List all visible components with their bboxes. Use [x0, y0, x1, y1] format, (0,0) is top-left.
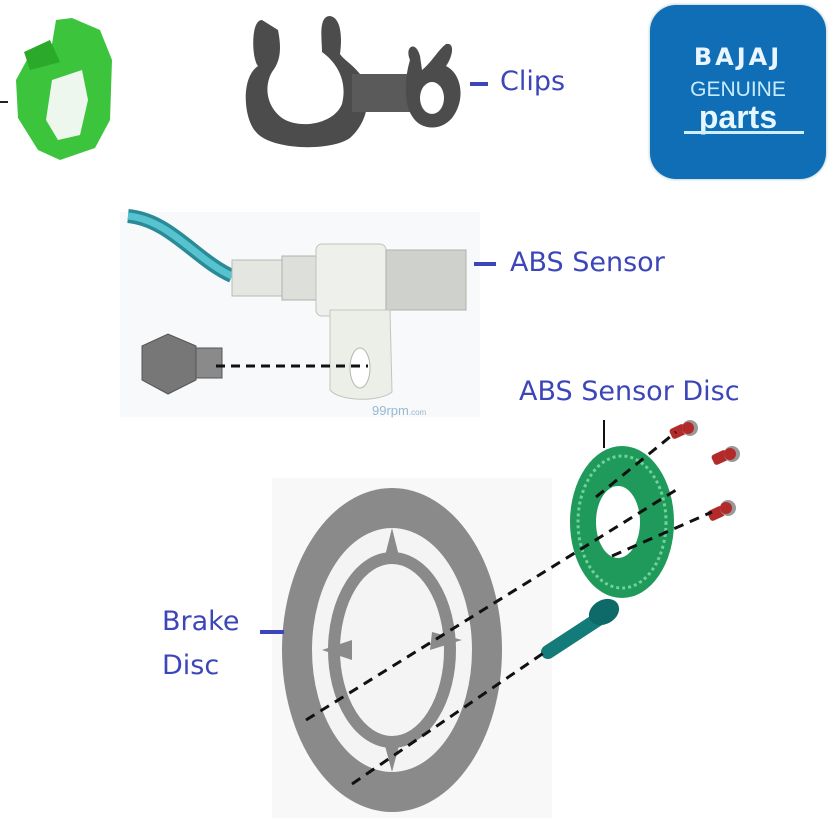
clips-leader — [470, 82, 488, 86]
sensor-bolt-icon — [141, 333, 368, 395]
disc-bolt-icon — [541, 598, 620, 659]
green-clip-icon — [0, 18, 112, 160]
logo-genuine: GENUINE — [690, 78, 786, 101]
abs-sensor-disc-label: ABS Sensor Disc — [519, 376, 740, 407]
watermark-suffix: .com — [408, 408, 427, 417]
watermark: 99rpm.com — [372, 403, 426, 418]
logo-underline — [684, 131, 804, 134]
abs-sensor-label: ABS Sensor — [510, 247, 665, 278]
brake-disc-label-line1: Brake — [162, 606, 240, 637]
disc-screws-icon — [669, 420, 740, 521]
clips-icon — [245, 16, 461, 148]
brake-disc-leader — [260, 630, 284, 634]
abs-sensor-leader — [474, 262, 496, 266]
clips-label: Clips — [500, 66, 566, 97]
bajaj-genuine-parts-logo: BAJAJ GENUINE parts — [650, 5, 826, 179]
logo-brand: BAJAJ — [693, 43, 783, 71]
abs-sensor-disc-icon — [570, 420, 674, 598]
logo-parts: parts — [698, 99, 778, 135]
brake-disc-label-line2: Disc — [162, 650, 220, 681]
assembly-lines — [305, 430, 713, 786]
abs-sensor-icon — [126, 209, 467, 400]
watermark-text: 99rpm — [372, 403, 409, 418]
brake-disc-icon — [282, 488, 502, 812]
